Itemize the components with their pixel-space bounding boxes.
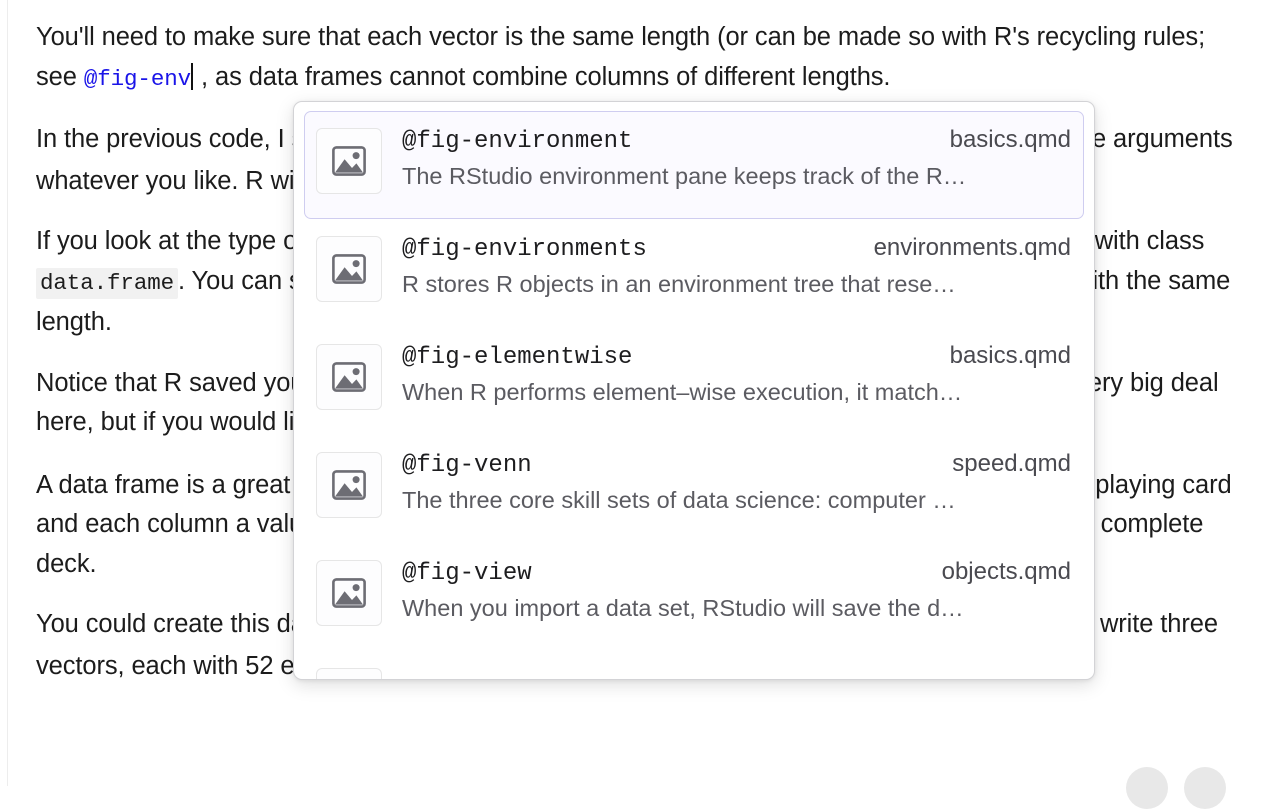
completion-item-id: @fig-view <box>402 560 532 587</box>
image-placeholder-icon <box>316 452 382 518</box>
previous-button[interactable] <box>1126 767 1168 809</box>
completion-item-file: basics.qmd <box>950 342 1071 370</box>
completion-item[interactable]: @fig-environments environments.qmd R store… <box>304 219 1084 327</box>
completion-item-header: @fig-environments environments.qmd <box>402 234 1071 263</box>
paragraph-text: , as data frames cannot combine columns … <box>194 63 890 91</box>
text-caret <box>191 63 193 90</box>
completion-item-header: @fig-venn speed.qmd <box>402 450 1071 479</box>
completion-item-id: @fig-environments <box>402 236 647 263</box>
completion-item-description: When R performs element–wise execution, … <box>402 379 1071 406</box>
completion-item-id: @fig-environment <box>402 128 632 155</box>
completion-item-header: @fig-environment basics.qmd <box>402 126 1071 155</box>
completion-item-description: R stores R objects in an environment tre… <box>402 271 1071 298</box>
completion-item-description: The RStudio environment pane keeps track… <box>402 163 1071 190</box>
editor-surface[interactable]: You'll need to make sure that each vecto… <box>0 0 1268 786</box>
completion-item[interactable] <box>304 651 1084 680</box>
paragraph-para-vector-length: You'll need to make sure that each vecto… <box>36 18 1246 99</box>
completion-item-body <box>402 664 1071 674</box>
image-placeholder-icon <box>316 128 382 194</box>
inline-code: data.frame <box>36 268 178 299</box>
completion-item-body: @fig-environments environments.qmd R store… <box>402 232 1071 298</box>
cross-reference-token[interactable]: @fig-env <box>84 66 191 92</box>
document-gutter-rule <box>7 0 8 786</box>
completion-item-id: @fig-elementwise <box>402 344 632 371</box>
paragraph-text: In the previous code, I set <box>36 125 332 153</box>
image-placeholder-icon <box>316 560 382 626</box>
completion-item-id: @fig-venn <box>402 452 532 479</box>
completion-item-file: environments.qmd <box>874 234 1071 262</box>
next-button[interactable] <box>1184 767 1226 809</box>
completion-item-file: objects.qmd <box>942 558 1071 586</box>
completion-item-file: speed.qmd <box>952 450 1071 478</box>
completion-item-description: The three core skill sets of data scienc… <box>402 487 1071 514</box>
image-placeholder-icon <box>316 236 382 302</box>
image-placeholder-icon <box>316 668 382 680</box>
completion-item-description: When you import a data set, RStudio will… <box>402 595 1071 622</box>
completion-item-file: basics.qmd <box>950 126 1071 154</box>
completion-item-header: @fig-view objects.qmd <box>402 558 1071 587</box>
completion-item-header: @fig-elementwise basics.qmd <box>402 342 1071 371</box>
image-placeholder-icon <box>316 344 382 410</box>
